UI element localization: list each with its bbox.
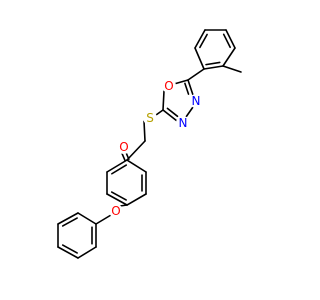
svg-text:S: S xyxy=(146,111,154,125)
bond-tolyl-6-inner xyxy=(205,61,221,66)
bond-tolyl-1 xyxy=(194,47,205,70)
bond-c5-n4-inner xyxy=(184,82,190,95)
ether-oxygen-atom: O xyxy=(109,204,123,218)
svg-text:O: O xyxy=(111,204,120,218)
bond-tolyl-4 xyxy=(225,29,236,49)
bond-phenoxy-2-inner xyxy=(61,217,78,227)
nitrogen-atom-4: N xyxy=(189,94,203,108)
bond-n3-c2 xyxy=(162,109,178,122)
bond-c2-o1 xyxy=(162,90,165,111)
sulfur-atom: S xyxy=(143,111,157,125)
molecule-structure: S O O N N O xyxy=(57,29,242,259)
bond-phenyl-oxygen xyxy=(119,204,128,207)
bond-tolyl-6 xyxy=(203,65,224,70)
bond-s-ch2 xyxy=(143,120,146,142)
atom-labels: S O O N N O xyxy=(109,79,203,218)
nitrogen-atom-3: N xyxy=(176,116,190,130)
svg-text:O: O xyxy=(119,140,128,154)
bond-ch2-carbonyl xyxy=(126,140,146,161)
bond-phenoxy-1 xyxy=(77,212,97,225)
ketone-oxygen-atom: O xyxy=(117,140,131,154)
bond-c5-tolyl xyxy=(187,68,205,81)
bond-tolyl-5 xyxy=(222,47,236,67)
ring-oxygen-atom: O xyxy=(162,79,176,93)
bond-c5-n4 xyxy=(187,79,194,96)
bond-s-c2 xyxy=(155,109,164,116)
bond-o1-c5 xyxy=(173,79,189,85)
bond-oxygen-phenoxy xyxy=(95,214,112,225)
bond-phenoxy-2 xyxy=(57,212,79,225)
bond-n4-n3 xyxy=(185,106,194,118)
bond-phenyl-4 xyxy=(106,193,128,206)
bond-tolyl-4-inner xyxy=(222,33,231,49)
svg-text:O: O xyxy=(164,79,173,93)
bonds xyxy=(57,29,242,259)
bond-phenyl-6 xyxy=(106,159,128,173)
bond-n3-c2-inner xyxy=(166,107,179,118)
bond-phenoxy-5 xyxy=(77,246,97,259)
bond-phenoxy-4-inner xyxy=(61,244,78,254)
svg-text:N: N xyxy=(192,94,201,108)
bond-phenyl-6-inner xyxy=(111,164,128,175)
bond-phenyl-1 xyxy=(126,159,147,173)
bond-phenoxy-4 xyxy=(57,246,79,259)
bond-phenyl-4-inner xyxy=(110,191,127,201)
bond-tolyl-2 xyxy=(194,29,206,49)
bond-phenyl-3 xyxy=(126,193,147,206)
bond-tolyl-methyl xyxy=(222,65,242,73)
bond-carbonyl-double-a xyxy=(121,152,126,162)
svg-text:N: N xyxy=(179,116,188,130)
bond-tolyl-2-inner xyxy=(199,33,208,49)
